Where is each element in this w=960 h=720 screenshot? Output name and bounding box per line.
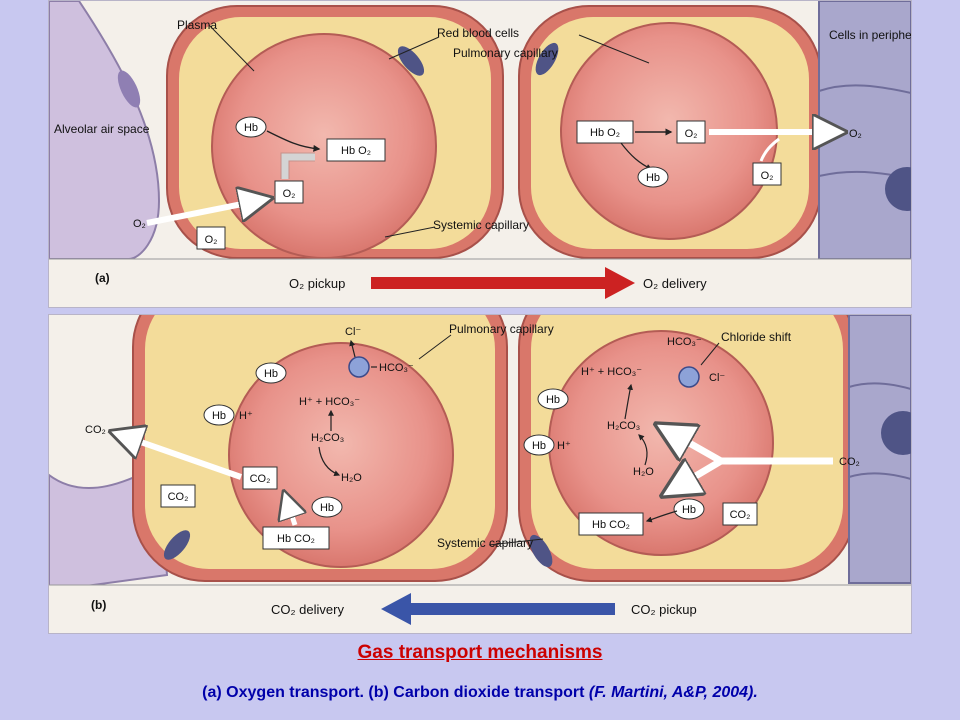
svg-text:O₂: O₂ — [205, 234, 218, 246]
svg-text:Hb: Hb — [682, 504, 696, 516]
svg-text:Hb CO₂: Hb CO₂ — [277, 533, 315, 545]
svg-text:Cl⁻: Cl⁻ — [345, 326, 361, 338]
svg-text:H⁺: H⁺ — [557, 440, 571, 452]
co2-transport-diagram: Pulmonary capillary Systemic capillary C… — [49, 315, 911, 633]
svg-text:CO₂: CO₂ — [730, 509, 751, 521]
svg-text:HCO₃⁻: HCO₃⁻ — [667, 336, 702, 348]
chloride-shift-label: Chloride shift — [721, 330, 792, 344]
o2-diffusion-arrow — [146, 199, 267, 226]
svg-text:Hb CO₂: Hb CO₂ — [592, 519, 630, 531]
svg-text:Hb: Hb — [212, 410, 226, 422]
endothelial-nucleus — [163, 530, 191, 560]
co2-pickup-label: CO₂ pickup — [631, 602, 697, 617]
alveolar-label: Alveolar air space — [54, 122, 150, 136]
hbo2-box: Hb O₂ — [326, 138, 386, 162]
co2-delivery-label: CO₂ delivery — [271, 602, 344, 617]
pulmonary-capillary-label: Pulmonary capillary — [453, 46, 558, 60]
hb-oval: Hb — [523, 434, 555, 456]
plasma-label: Plasma — [177, 18, 217, 32]
caption-subtitle: (a) Oxygen transport. (b) Carbon dioxide… — [0, 684, 960, 702]
caption-text: (a) Oxygen transport. (b) Carbon dioxide… — [202, 684, 585, 701]
hb-oval: Hb — [673, 498, 705, 520]
co2-box-left: CO₂ — [242, 466, 278, 490]
endothelial-nucleus — [397, 46, 425, 76]
svg-text:HCO₃⁻: HCO₃⁻ — [379, 362, 414, 374]
systemic-capillary-label: Systemic capillary — [437, 536, 533, 550]
h-plus-hco3: H⁺ + HCO₃⁻ — [299, 396, 360, 408]
h-plus-hco3-right: H⁺ + HCO₃⁻ — [581, 366, 642, 378]
panel-carbon-dioxide-transport: Pulmonary capillary Systemic capillary C… — [48, 314, 912, 634]
o2-box-right: O₂ — [676, 120, 706, 144]
hb-oval: Hb — [537, 388, 569, 410]
panel-letter-b: (b) — [91, 598, 106, 612]
alveolar-air-space — [49, 1, 161, 260]
left-red-blood-cell — [211, 33, 437, 259]
alveolar-cell-nucleus — [117, 70, 141, 108]
hb-oval: Hb — [255, 362, 287, 384]
o2-plasma-box-left: O₂ — [196, 226, 226, 250]
systemic-capillary-label: Systemic capillary — [433, 218, 529, 232]
svg-text:Cl⁻: Cl⁻ — [709, 372, 725, 384]
h2co3-left: H₂CO₃ — [311, 432, 344, 444]
svg-text:CO₂: CO₂ — [250, 473, 271, 485]
svg-text:CO₂: CO₂ — [85, 424, 106, 436]
svg-text:Hb: Hb — [244, 122, 258, 134]
svg-text:Hb: Hb — [646, 172, 660, 184]
chloride-channel — [348, 356, 370, 378]
h2o-left: H₂O — [341, 472, 362, 484]
svg-text:Hb O₂: Hb O₂ — [590, 127, 620, 139]
hb-oval: Hb — [203, 404, 235, 426]
co2-release-arrow — [115, 433, 242, 480]
panel-oxygen-transport: Plasma Red blood cells Pulmonary capilla… — [48, 0, 912, 308]
hb-oval: Hb — [235, 116, 267, 138]
svg-text:Hb O₂: Hb O₂ — [341, 145, 371, 157]
hb-oval-right: Hb — [637, 166, 669, 188]
endothelial-nucleus — [535, 42, 559, 76]
svg-text:O₂: O₂ — [283, 188, 296, 200]
caption-title: Gas transport mechanisms — [357, 642, 603, 663]
co2-plasma-box-left: CO₂ — [160, 484, 196, 508]
svg-text:Hb: Hb — [532, 440, 546, 452]
svg-text:O₂: O₂ — [849, 128, 862, 140]
o2-plasma-box-right: O₂ — [752, 162, 782, 186]
hbo2-box-right: Hb O₂ — [576, 120, 634, 144]
hbco2-box-left: Hb CO₂ — [262, 526, 330, 550]
o2-pickup-label: O₂ pickup — [289, 276, 345, 291]
oxygen-transport-diagram: Plasma Red blood cells Pulmonary capilla… — [49, 1, 911, 307]
hb-oval: Hb — [311, 496, 343, 518]
endothelial-nucleus — [529, 534, 553, 568]
pulmonary-capillary-label: Pulmonary capillary — [449, 322, 554, 336]
svg-text:Hb: Hb — [546, 394, 560, 406]
svg-text:CO₂: CO₂ — [839, 456, 860, 468]
svg-text:H⁺: H⁺ — [239, 410, 253, 422]
svg-text:Hb: Hb — [264, 368, 278, 380]
co2-influx-arrow — [661, 427, 833, 493]
svg-text:O₂: O₂ — [133, 218, 146, 230]
caption-source: (F. Martini, A&P, 2004). — [588, 684, 758, 701]
co2-transport-direction-arrow — [381, 593, 615, 625]
o2-to-hb-arrow — [281, 153, 315, 179]
chloride-channel — [678, 366, 700, 388]
peripheral-tissue-cells — [848, 315, 911, 584]
svg-text:O₂: O₂ — [685, 128, 698, 140]
h2o-right: H₂O — [633, 466, 654, 478]
hbco2-box-right: Hb CO₂ — [578, 512, 644, 536]
svg-text:O₂: O₂ — [761, 170, 774, 182]
o2-transport-direction-arrow — [371, 267, 635, 299]
cells-peripheral-label: Cells in peripheral tissues — [829, 28, 911, 42]
o2-box-inside-left: O₂ — [274, 180, 304, 204]
h2co3-right: H₂CO₃ — [607, 420, 640, 432]
svg-text:Hb: Hb — [320, 502, 334, 514]
co2-plasma-box-right: CO₂ — [722, 502, 758, 526]
panel-letter-a: (a) — [95, 271, 110, 285]
o2-delivery-label: O₂ delivery — [643, 276, 707, 291]
red-blood-cells-label: Red blood cells — [437, 26, 519, 40]
svg-text:CO₂: CO₂ — [168, 491, 189, 503]
